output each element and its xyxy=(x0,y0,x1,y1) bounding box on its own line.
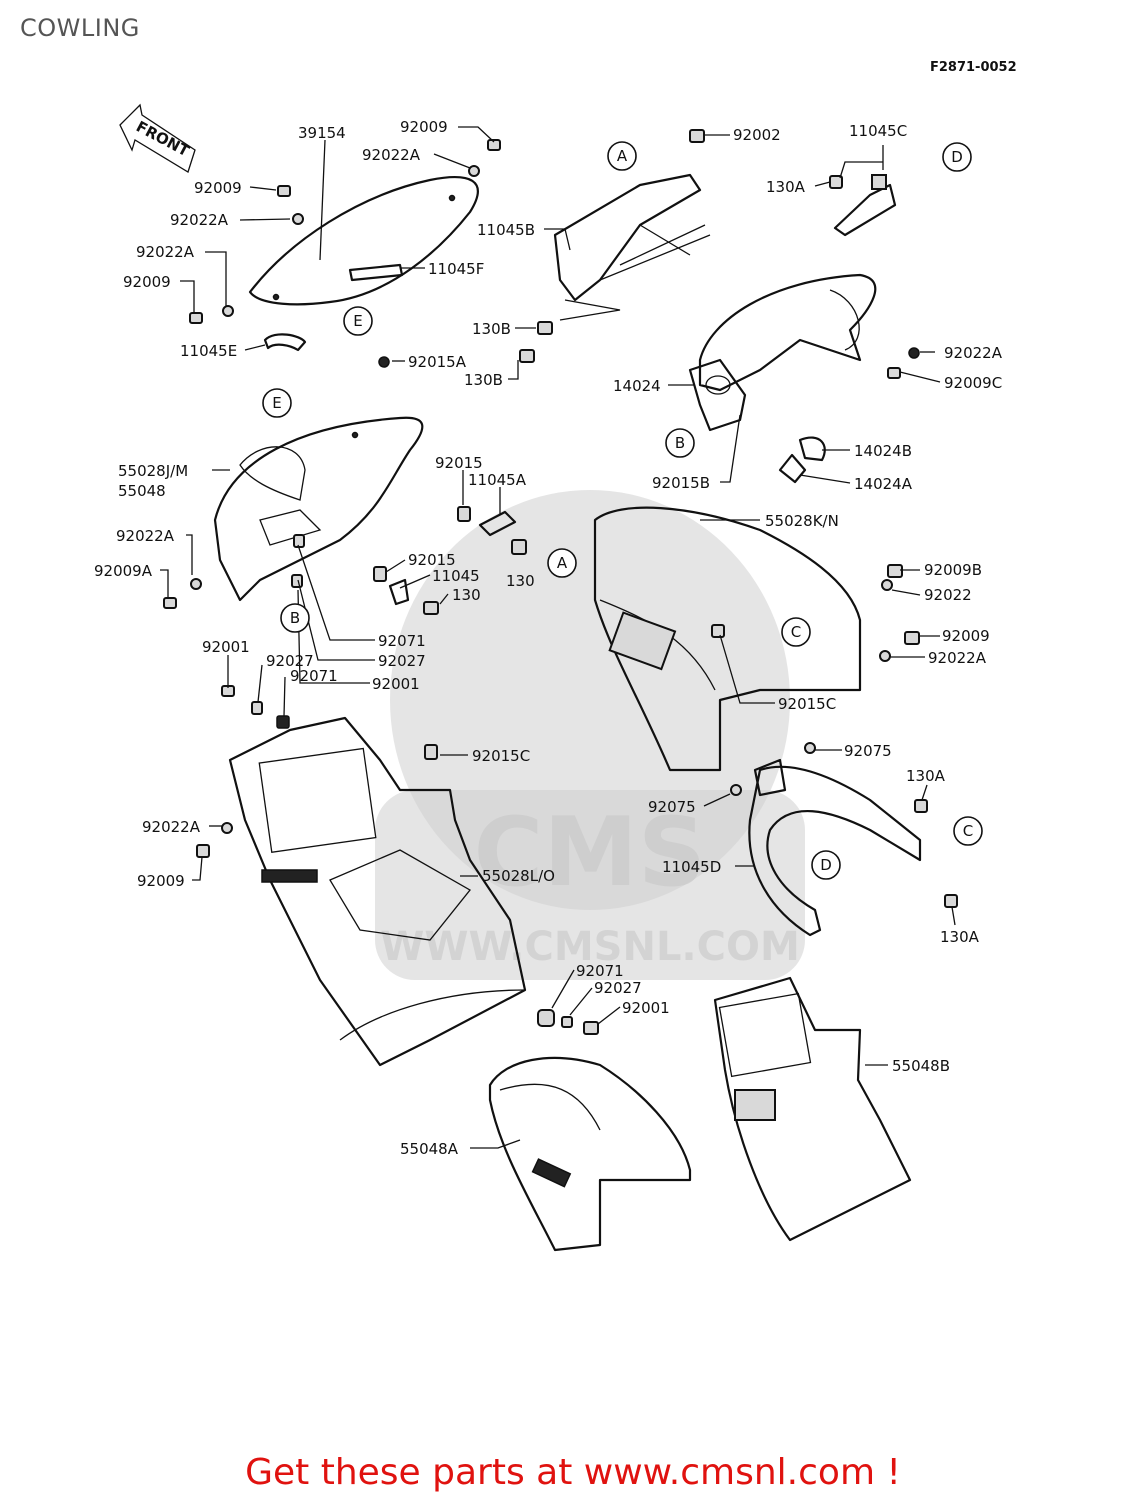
main-side-cowl xyxy=(228,716,527,1067)
reference-marker: D xyxy=(951,148,963,166)
footer-promo-link[interactable]: Get these parts at www.cmsnl.com ! xyxy=(245,1452,901,1493)
part-label: 11045F xyxy=(428,260,484,278)
part-label: 92009 xyxy=(942,627,990,645)
reference-marker: E xyxy=(353,312,362,330)
part-label: 92022A xyxy=(142,818,201,836)
reference-marker: A xyxy=(617,147,628,165)
reference-marker: C xyxy=(791,623,801,641)
part-label: 92027 xyxy=(378,652,426,670)
part-label: 92022A xyxy=(170,211,229,229)
front-arrow-label: FRONT xyxy=(133,117,193,160)
part-label: 130B xyxy=(472,320,511,338)
part-label: 92071 xyxy=(290,667,338,685)
part-label: 130A xyxy=(906,767,946,785)
part-label: 92071 xyxy=(576,962,624,980)
part-label: 55028J/M xyxy=(118,462,188,480)
cmsnl-watermark: CMS WWW.CMSNL.COM xyxy=(375,490,805,980)
page-title: COWLING xyxy=(20,14,140,42)
part-label: 92009 xyxy=(194,179,242,197)
part-label: 55028K/N xyxy=(765,512,839,530)
part-label: 11045D xyxy=(662,858,721,876)
part-label: 39154 xyxy=(298,124,346,142)
reference-marker: C xyxy=(963,822,973,840)
lower-cowl-left xyxy=(488,1056,692,1252)
part-label: 92015B xyxy=(652,474,710,492)
part-label: 92075 xyxy=(844,742,892,760)
part-labels: 92009 39154 92022A 92002 11045C 92009 92… xyxy=(94,118,1003,1158)
inner-panel xyxy=(688,273,877,484)
part-label: 92022A xyxy=(944,344,1003,362)
part-label: 11045A xyxy=(468,471,527,489)
part-label: 92015C xyxy=(472,747,530,765)
part-label: 92022A xyxy=(136,243,195,261)
watermark-brand: CMS xyxy=(474,798,707,908)
part-label: 92002 xyxy=(733,126,781,144)
part-label: 14024A xyxy=(854,475,913,493)
part-label: 14024B xyxy=(854,442,912,460)
part-label: 92027 xyxy=(266,652,314,670)
part-label: 55048B xyxy=(892,1057,950,1075)
part-label: 14024 xyxy=(613,377,661,395)
lower-cowl-right xyxy=(713,976,912,1242)
part-label: 92001 xyxy=(622,999,670,1017)
part-label: 92001 xyxy=(372,675,420,693)
reference-marker: A xyxy=(557,554,568,572)
leader-lines xyxy=(160,126,956,1149)
part-label: 92009C xyxy=(944,374,1002,392)
reference-markers: A D E B A E C C D B xyxy=(262,141,983,880)
part-label: 92022A xyxy=(362,146,421,164)
part-label: 92022 xyxy=(924,586,972,604)
part-label: 92015 xyxy=(435,454,483,472)
upper-cowl xyxy=(213,416,424,602)
part-label: 55048 xyxy=(118,482,166,500)
part-label: 11045E xyxy=(180,342,237,360)
bracket-11045c xyxy=(833,174,897,237)
part-label: 92009 xyxy=(137,872,185,890)
part-label: 92071 xyxy=(378,632,426,650)
side-cowl-left xyxy=(593,506,862,772)
fasteners xyxy=(163,129,958,1035)
part-label: 92001 xyxy=(202,638,250,656)
part-label: 130 xyxy=(506,572,535,590)
part-label: 92022A xyxy=(928,649,987,667)
part-label: 11045C xyxy=(849,122,907,140)
part-label: 55028L/O xyxy=(482,867,555,885)
part-label: 92015 xyxy=(408,551,456,569)
watermark-url: WWW.CMSNL.COM xyxy=(380,924,800,970)
part-label: 11045B xyxy=(477,221,535,239)
reference-marker: D xyxy=(820,856,832,874)
part-label: 92009 xyxy=(400,118,448,136)
windscreen xyxy=(248,176,479,306)
part-label: 130 xyxy=(452,586,481,604)
bracket-11045d xyxy=(748,758,922,937)
part-label: 11045 xyxy=(432,567,480,585)
figure-code: F2871-0052 xyxy=(930,60,1017,75)
part-label: 130B xyxy=(464,371,503,389)
part-label: 92075 xyxy=(648,798,696,816)
part-label: 92009 xyxy=(123,273,171,291)
part-label: 130A xyxy=(940,928,980,946)
part-label: 92015A xyxy=(408,353,467,371)
reference-marker: E xyxy=(272,394,281,412)
part-label: 92015C xyxy=(778,695,836,713)
part-label: 130A xyxy=(766,178,806,196)
reference-marker: B xyxy=(290,609,300,627)
part-label: 92009A xyxy=(94,562,153,580)
part-label: 92027 xyxy=(594,979,642,997)
reference-marker: B xyxy=(675,434,685,452)
bracket-11045f xyxy=(348,263,404,282)
part-label: 92009B xyxy=(924,561,982,579)
front-arrow: FRONT xyxy=(119,103,196,173)
part-label: 55048A xyxy=(400,1140,459,1158)
cowling-stay xyxy=(553,173,711,321)
rubber-11045e xyxy=(263,333,307,352)
part-label: 92022A xyxy=(116,527,175,545)
